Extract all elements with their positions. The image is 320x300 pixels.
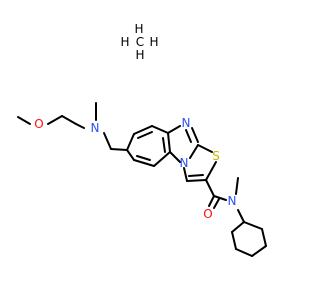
bond-c-imn [167, 125, 181, 134]
bond-ring-g [126, 149, 135, 161]
atom-bridgehead-nitrogen: N [180, 156, 189, 170]
bond-n-ch2 [103, 132, 112, 150]
bond-cy-d [251, 245, 267, 257]
methane-carbon: C [136, 35, 144, 49]
bond-cy-c [235, 248, 253, 257]
bond-ch3-o [17, 116, 31, 125]
bond-ring-f-double [136, 155, 151, 161]
bond-ring-e [153, 151, 171, 167]
bond-cy-e [261, 228, 267, 247]
bond-ch2-ch2 [61, 115, 77, 125]
methane-h-right: H [149, 35, 158, 49]
bond-carbonyl-o [208, 195, 215, 207]
bond-c-c-double [188, 174, 204, 177]
atom-carbonyl-oxygen: O [203, 207, 212, 221]
bond-carbonyl-n [213, 195, 227, 201]
bond-cy-a [231, 221, 245, 233]
methane-molecule: H H C H H [120, 22, 158, 62]
bond-c-c [186, 179, 207, 182]
atom-amide-nitrogen: N [228, 194, 237, 208]
bond-o-ch2 [47, 115, 63, 125]
bond-cy-b [231, 231, 237, 250]
methane-h-bottom: H [135, 48, 144, 62]
bond-ring-d [167, 132, 171, 153]
atom-methoxy-oxygen: O [34, 117, 43, 131]
bond-bridgen-c [189, 144, 199, 159]
bond-ring-a [126, 133, 135, 151]
bond-cy-f [243, 221, 263, 230]
bond-c-s [197, 144, 213, 153]
molecule-canvas: O N N N S O N H H C H H [17, 22, 267, 257]
bond-ring-f [133, 159, 155, 167]
bond-ch2-ring [110, 148, 128, 151]
bond-ring-b [133, 125, 153, 135]
bond-ring-c [151, 125, 169, 134]
bond-ring-d-double [162, 137, 166, 153]
bond-c-bridgen [169, 151, 181, 163]
bond-carbonyl-o-double [213, 198, 220, 209]
bond-ring-carbonyl [205, 179, 215, 197]
methane-h-top: H [134, 22, 143, 36]
bond-n-cyclohexyl [237, 209, 245, 223]
bond-imn-c [191, 127, 199, 143]
bond-n-methyl2 [235, 177, 239, 195]
bond-ring-b-double [137, 131, 153, 139]
atom-thiazole-sulfur: S [212, 149, 220, 163]
atom-imidazole-nitrogen: N [182, 116, 191, 130]
molecule-structure: O N N N S O N H H C H H [17, 22, 267, 257]
bond-ch2-n [75, 123, 85, 129]
atom-amine-nitrogen: N [91, 121, 100, 135]
bond-imn-c-double [185, 129, 192, 143]
bond-c-bridgen2 [183, 167, 188, 182]
bond-s-c [205, 161, 217, 181]
methane-h-left: H [120, 35, 129, 49]
